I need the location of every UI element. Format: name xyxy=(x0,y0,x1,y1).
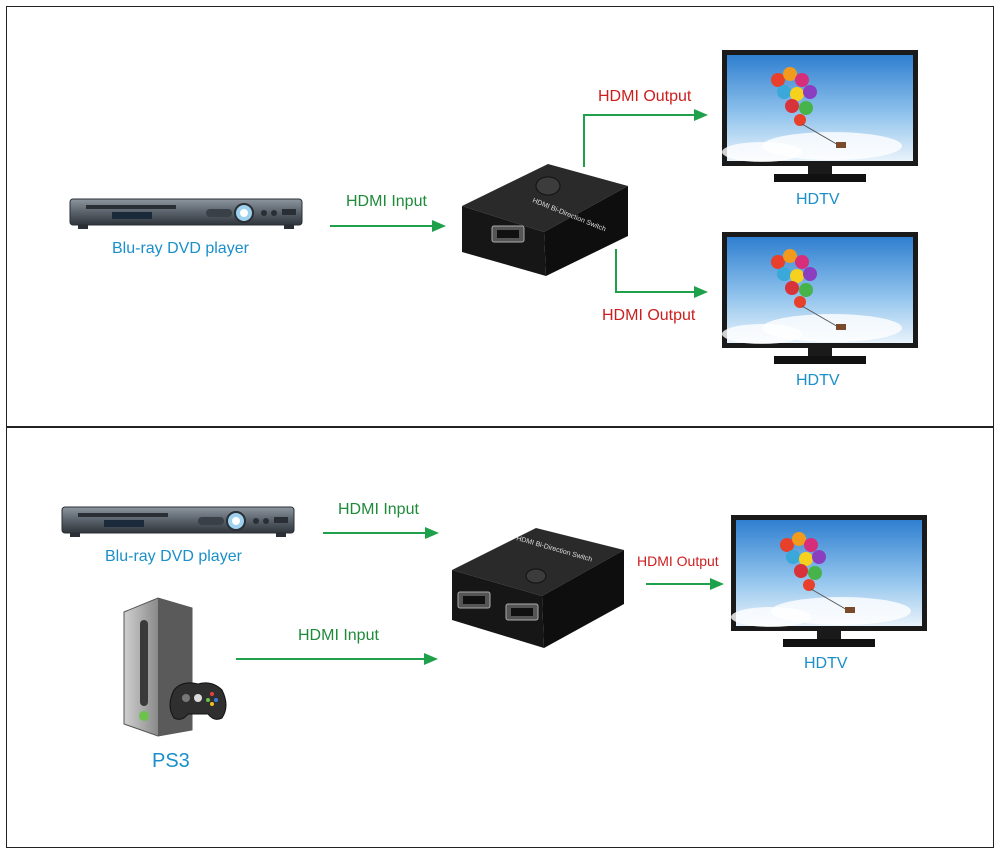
top-source-label: Blu-ray DVD player xyxy=(112,240,249,257)
tv-top-1 xyxy=(722,50,918,182)
top-tv-label-1: HDTV xyxy=(796,191,840,208)
top-output-label-1: HDMI Output xyxy=(598,88,692,105)
bottom-input-label-1: HDMI Input xyxy=(338,501,419,518)
console-label: PS3 xyxy=(152,750,190,772)
tv-bottom xyxy=(731,515,927,647)
bottom-output-arrow xyxy=(646,578,724,590)
bottom-tv-label: HDTV xyxy=(804,655,848,672)
bottom-input-arrow-1 xyxy=(323,527,439,539)
top-tv-label-2: HDTV xyxy=(796,372,840,389)
bottom-output-label: HDMI Output xyxy=(637,553,719,569)
tv-top-2 xyxy=(722,232,918,364)
bottom-input-label-2: HDMI Input xyxy=(298,627,379,644)
top-input-arrow xyxy=(330,220,446,232)
top-output-label-2: HDMI Output xyxy=(602,307,696,324)
console xyxy=(123,597,227,737)
bottom-switch: HDMI Bi-Direction Switch xyxy=(452,528,624,648)
top-input-label: HDMI Input xyxy=(346,193,427,210)
dvd-player-top xyxy=(69,198,303,229)
bottom-source-label: Blu-ray DVD player xyxy=(105,548,242,565)
bottom-input-arrow-2 xyxy=(236,653,438,665)
top-switch: HDMI Bi-Direction Switch xyxy=(462,164,628,276)
top-output-arrows xyxy=(583,109,708,298)
dvd-player-bottom xyxy=(61,506,295,537)
